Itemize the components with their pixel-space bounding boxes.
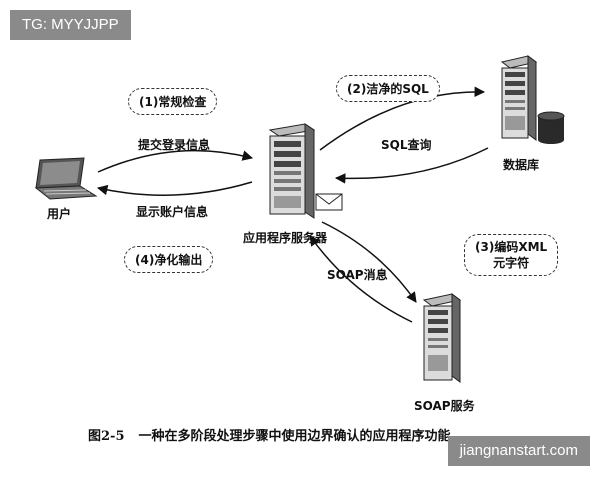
step-1-bubble: (1)常规检查 [128,88,218,115]
label-database: 数据库 [503,158,540,172]
soap-server-icon [422,293,462,383]
figure-caption: 图2-5 一种在多阶段处理步骤中使用边界确认的应用程序功能 [88,425,451,444]
arrow-submit-login [97,149,254,173]
label-submit-login: 提交登录信息 [138,138,211,152]
step-4-bubble: (4)净化输出 [124,246,214,273]
arrow-show-account [96,181,253,196]
arrow-to-soap [321,221,417,303]
watermark-bottom: jiangnanstart.com [447,436,590,466]
arrow-soap-message [309,235,413,323]
label-soap-message: SOAP消息 [327,268,388,282]
envelope-icon [315,193,343,211]
label-show-account: 显示账户信息 [136,205,209,219]
figure-number: 图2-5 [88,429,125,444]
figure-caption-text: 一种在多阶段处理步骤中使用边界确认的应用程序功能 [138,429,451,444]
label-soap-service: SOAP服务 [414,399,475,413]
app-server-icon [268,123,316,219]
database-server-icon [500,55,538,141]
laptop-icon [34,157,98,200]
watermark-top: TG: MYYJJPP [10,10,131,40]
label-sql-query: SQL查询 [381,138,432,152]
database-cylinder-icon [537,111,565,144]
label-user: 用户 [47,207,72,221]
label-app-server: 应用程序服务器 [243,231,328,245]
step-3-line-1: (3)编码XML [475,240,548,254]
arrow-sql-query [334,147,489,184]
step-3-bubble: (3)编码XML 元字符 [464,234,559,276]
step-2-bubble: (2)洁净的SQL [336,75,440,102]
arrow-sql-clean [319,86,486,151]
step-3-line-2: 元字符 [493,256,530,270]
